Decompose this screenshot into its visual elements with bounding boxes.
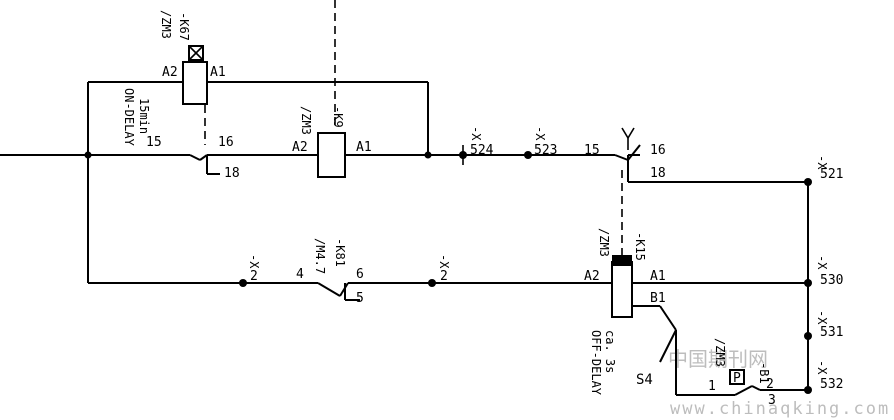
x524-num: 524 — [470, 143, 494, 158]
terminal-x2-left: -X 2 — [239, 254, 261, 287]
k67-ref: /ZM3 — [159, 10, 173, 39]
k67-contact: 15 16 18 — [146, 135, 240, 181]
k15-coil — [611, 261, 633, 318]
pressure-switch-tag: -B1 — [757, 362, 771, 384]
x524-tag: -X — [469, 126, 483, 141]
k81-contact: -K81 /M4.7 4 6 5 — [296, 238, 364, 306]
pressure-switch-ref: /ZM3 — [713, 338, 727, 367]
k81-terminal-6: 6 — [356, 267, 364, 282]
terminal-x523: -X 523 — [524, 126, 557, 159]
k67-relay: -K67 /ZM3 A2 A1 15min ON-DELAY — [122, 10, 226, 147]
terminal-x524: -X 524 — [459, 126, 494, 165]
k9-coil — [317, 132, 346, 178]
k67-timing-1: 15min — [137, 98, 151, 134]
k15-a2: A2 — [584, 269, 600, 284]
k15-contact-16: 16 — [650, 143, 666, 158]
x2-tag: -X — [247, 254, 261, 269]
x523-tag: -X — [533, 126, 547, 141]
k67-coil — [182, 61, 208, 105]
pressure-switch-t3: 3 — [768, 393, 776, 408]
k15-contact-18: 18 — [650, 166, 666, 181]
pressure-switch-t1: 1 — [708, 379, 716, 394]
s4-label: S4 — [636, 372, 653, 388]
pressure-switch-t2: 2 — [766, 377, 774, 392]
k15-contact-15: 15 — [584, 143, 600, 158]
k67-contact-16: 16 — [218, 135, 234, 150]
x531-num: 531 — [820, 325, 843, 340]
x530-num: 530 — [820, 273, 843, 288]
k15-tag: -K15 — [633, 232, 647, 261]
k67-tag: -K67 — [177, 12, 191, 41]
terminal-x532: -X 532 — [804, 360, 843, 394]
watermark-url: www.chinaqking.com — [670, 399, 890, 419]
x521-num: 521 — [820, 167, 843, 182]
k9-tag: -K9 — [331, 106, 345, 128]
k81-terminal-5: 5 — [356, 291, 364, 306]
x2b-tag: -X — [437, 254, 451, 269]
x521-tag: -X — [815, 155, 829, 170]
x2-num: 2 — [250, 269, 258, 284]
k67-a1: A1 — [210, 65, 226, 80]
k9-a1: A1 — [356, 140, 372, 155]
k81-terminal-4: 4 — [296, 267, 304, 282]
k9-a2: A2 — [292, 140, 308, 155]
terminal-x531: -X 531 — [804, 310, 843, 340]
k67-contact-18: 18 — [224, 166, 240, 181]
k67-contact-15: 15 — [146, 135, 162, 150]
pressure-switch-box — [729, 369, 745, 385]
x2b-num: 2 — [440, 269, 448, 284]
pressure-switch-b1: P -B1 /ZM3 1 2 3 — [708, 338, 776, 408]
k81-ref: /M4.7 — [313, 238, 327, 274]
x530-tag: -X — [815, 255, 829, 270]
k15-b1: B1 — [650, 291, 666, 306]
x532-tag: -X — [815, 360, 829, 375]
k15-relay: -K15 /ZM3 A2 A1 B1 ca. 3s OFF-DELAY — [584, 228, 666, 396]
x532-num: 532 — [820, 377, 843, 392]
s4-switch: S4 — [636, 329, 677, 388]
k15-timer-block — [612, 255, 632, 266]
k15-a1: A1 — [650, 269, 666, 284]
k15-ref: /ZM3 — [597, 228, 611, 257]
k15-timing-2: OFF-DELAY — [589, 330, 603, 396]
k81-tag: -K81 — [333, 238, 347, 267]
k15-timing-1: ca. 3s — [603, 330, 617, 373]
x523-num: 523 — [534, 143, 557, 158]
wiring — [0, 81, 809, 396]
pressure-switch-symbol: P — [733, 371, 741, 386]
terminal-x530: -X 530 — [804, 255, 843, 288]
junctions — [84, 151, 432, 159]
terminal-x521: -X 521 — [804, 155, 843, 186]
x531-tag: -X — [815, 310, 829, 325]
k15-contact: 15 16 18 — [584, 127, 666, 181]
k9-ref: /ZM3 — [299, 106, 313, 135]
watermark-cn: 中国期刊网 — [668, 347, 768, 371]
k67-a2: A2 — [162, 65, 178, 80]
k67-timing-2: ON-DELAY — [122, 88, 136, 147]
k9-relay: -K9 /ZM3 A2 A1 — [292, 106, 372, 178]
terminal-x2-right: -X 2 — [428, 254, 451, 287]
